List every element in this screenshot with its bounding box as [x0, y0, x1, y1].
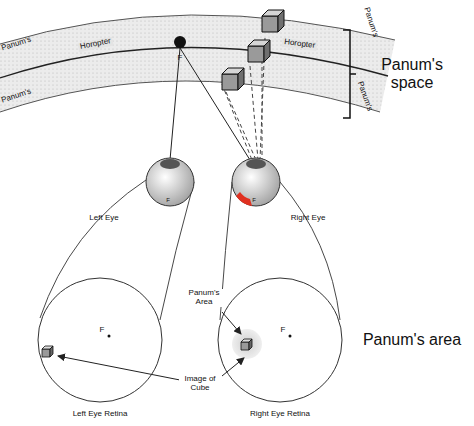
left-eye	[146, 158, 194, 206]
section-label: Panum's space	[362, 56, 462, 91]
retina-label: Right Eye Retina	[250, 410, 310, 419]
cube-rays	[222, 38, 265, 160]
eye-label: Left Eye	[89, 214, 118, 223]
callout-label: Panum's Area	[181, 289, 227, 307]
fixation-label: F	[178, 54, 183, 63]
fovea-label: F	[252, 197, 256, 204]
retina-label: Left Eye Retina	[73, 410, 128, 419]
bracket	[343, 30, 356, 118]
pupil	[246, 159, 266, 169]
cube	[222, 10, 284, 90]
fixation-point	[174, 36, 186, 48]
pupil	[160, 159, 180, 169]
fovea-label: F	[100, 326, 105, 335]
eye-label: Right Eye	[291, 214, 326, 223]
left-retina	[38, 278, 162, 402]
right-eye	[232, 158, 280, 206]
callout-label: Image of Cube	[179, 375, 221, 393]
panums-area-disc	[232, 329, 262, 359]
band-inner-edge	[0, 81, 380, 112]
section-label: Panum's area	[362, 331, 462, 349]
fovea-dot	[108, 335, 111, 338]
fovea-label: F	[281, 326, 286, 335]
leader-line	[222, 358, 244, 376]
band-outer-edge	[0, 15, 395, 44]
leader-line	[58, 356, 180, 380]
horopter-line	[0, 47, 388, 78]
visual-axis	[170, 48, 180, 160]
leader-line	[222, 312, 241, 334]
retina-image-mark	[236, 192, 252, 206]
visual-axis	[180, 48, 250, 160]
cube-image	[42, 339, 252, 357]
fovea-label: F	[166, 197, 170, 204]
panums-band	[0, 15, 395, 112]
fovea-dot	[289, 335, 292, 338]
right-retina	[218, 278, 342, 402]
